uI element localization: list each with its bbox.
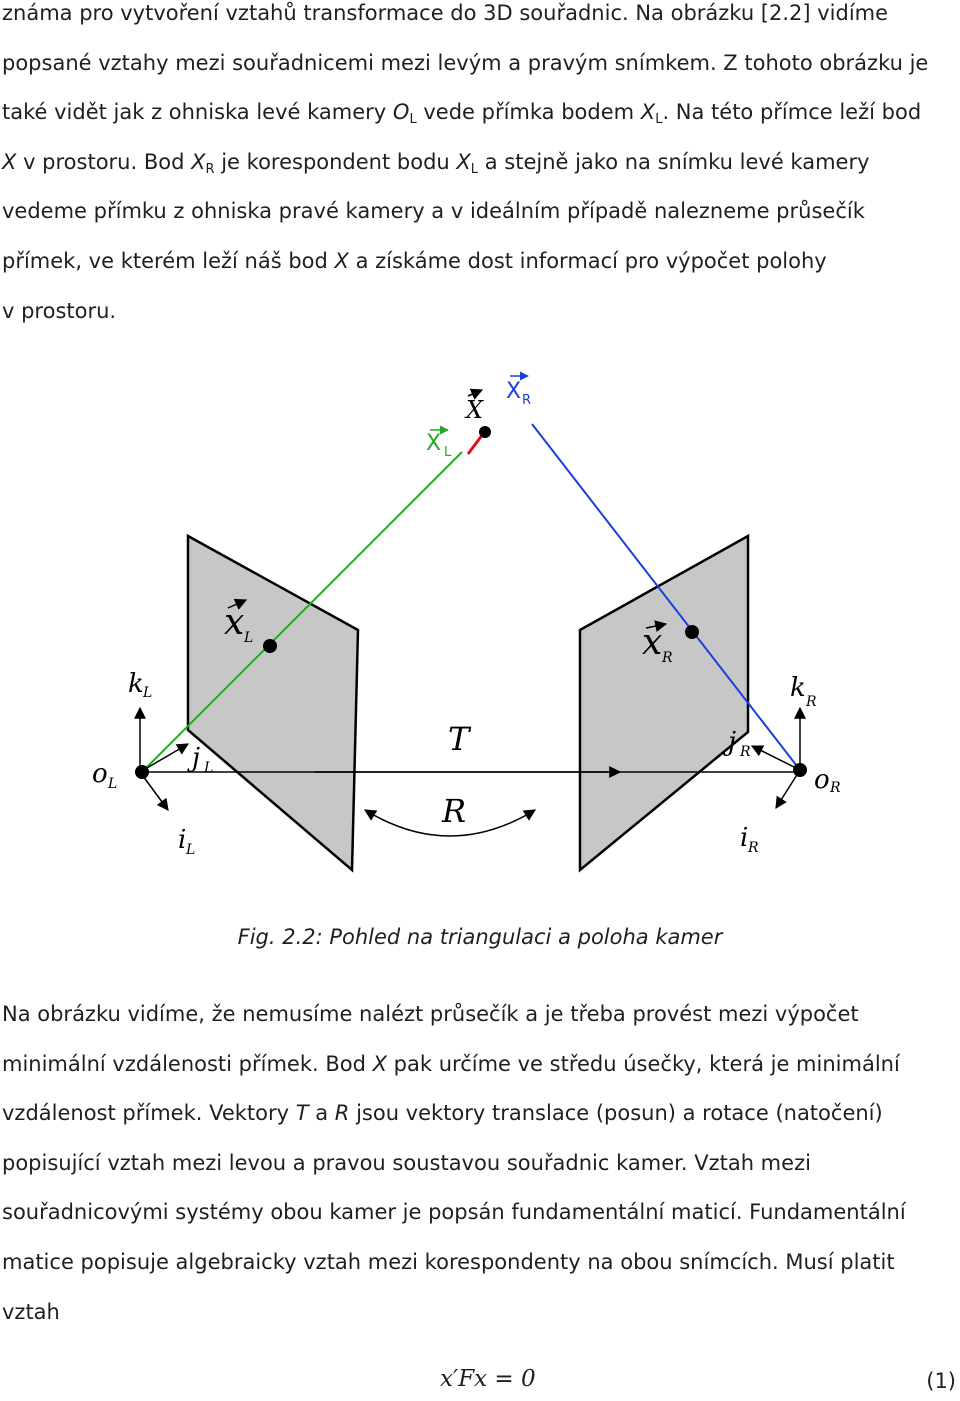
text-line: souřadnicovými systémy obou kamer je pop…: [2, 1200, 906, 1225]
symbol-x: X: [372, 1051, 387, 1076]
symbol-x: X: [334, 248, 349, 273]
label-xr-ray: X: [506, 379, 521, 404]
arrow-over-xr-image: [645, 620, 668, 633]
axis-j-left: [139, 743, 190, 773]
subscript-l: L: [655, 112, 663, 128]
text-line: minimální vzdálenosti přímek. Bod: [2, 1051, 373, 1076]
label-rotation: R: [441, 792, 466, 830]
label-j-right-sub: R: [739, 744, 751, 760]
text-line: jsou vektory translace (posun) a rotace …: [349, 1101, 883, 1126]
subscript-r: R: [205, 161, 215, 177]
label-k-left: k: [128, 669, 144, 699]
label-k-right: k: [790, 673, 806, 703]
text-line: matice popisuje algebraicky vztah mezi k…: [2, 1249, 895, 1274]
right-ray: [531, 423, 801, 771]
label-j-left-sub: L: [203, 760, 213, 776]
subscript-l: L: [470, 161, 479, 177]
text-line: přímek, ve kterém leží náš bod: [2, 248, 335, 273]
label-i-left-sub: L: [185, 842, 195, 858]
point-x: [479, 426, 491, 438]
label-xl-ray: X: [426, 431, 441, 456]
symbol-x: X: [2, 149, 17, 174]
text-line: je korespondent bodu: [214, 149, 457, 174]
axis-j-right: [750, 745, 801, 771]
text-line: a: [308, 1101, 335, 1126]
label-xr-image: x: [642, 622, 662, 663]
symbol-x: X: [191, 149, 206, 174]
left-image-plane: [186, 533, 360, 873]
label-o-left: o: [92, 759, 108, 789]
label-o-left-sub: L: [107, 776, 117, 792]
text-line: a získáme dost informací pro výpočet pol…: [348, 248, 827, 273]
symbol-t: T: [295, 1101, 309, 1126]
equation-number: (1): [926, 1369, 956, 1393]
label-translation: T: [448, 720, 472, 758]
arrow-over-xl-image: [227, 598, 248, 610]
label-k-right-sub: R: [805, 694, 817, 710]
text-line: . Na této přímce leží bod: [662, 100, 922, 125]
label-xl-ray-sub: L: [444, 445, 452, 460]
symbol-x: X: [456, 149, 471, 174]
text-line: také vidět jak z ohniska levé kamery: [2, 100, 393, 125]
paragraph-explanation: Na obrázku vidíme, že nemusíme nalézt pr…: [2, 990, 958, 1337]
text-line: popisující vztah mezi levou a pravou sou…: [2, 1150, 811, 1175]
label-i-left: i: [178, 825, 186, 855]
equation: x′Fx = 0: [440, 1366, 536, 1392]
triangulation-figure: X X L X R x L x R k L j L i L o L k R j …: [92, 371, 841, 873]
axis-i-right: [775, 769, 801, 810]
label-xr-image-sub: R: [661, 650, 673, 666]
text-line: známa pro vytvoření vztahů transformace …: [2, 1, 889, 25]
text-line: a stejně jako na snímku levé kamery: [478, 149, 870, 174]
text-line: vede přímka bodem: [416, 100, 641, 125]
label-o-right-sub: R: [829, 780, 841, 796]
label-o-right: o: [814, 765, 830, 795]
arrow-over-x: [467, 388, 484, 400]
point-xl: [263, 639, 277, 653]
text-line: vedeme přímku z ohniska pravé kamery a v…: [2, 199, 865, 224]
point-origin-left: [135, 765, 149, 779]
label-xl-image-sub: L: [243, 630, 253, 646]
label-xl-image: x: [224, 602, 244, 643]
symbol-o: O: [392, 100, 410, 125]
text-line: v prostoru.: [2, 298, 117, 323]
text-line: popsané vztahy mezi souřadnicemi mezi le…: [2, 50, 929, 75]
label-i-right: i: [740, 823, 748, 853]
point-xr: [685, 625, 699, 639]
text-line: vzdálenost přímek. Vektory: [2, 1101, 296, 1126]
text-line: pak určíme ve středu úsečky, která je mi…: [387, 1051, 900, 1076]
right-image-plane: [578, 533, 750, 873]
label-i-right-sub: R: [747, 840, 759, 856]
subscript-l: L: [409, 112, 417, 128]
label-xr-ray-sub: R: [522, 393, 531, 408]
symbol-x: X: [640, 100, 656, 125]
point-origin-right: [793, 763, 807, 777]
rotation-arc: [363, 809, 537, 837]
label-x: X: [464, 396, 484, 424]
label-k-left-sub: L: [142, 685, 152, 701]
left-ray: [141, 451, 463, 773]
label-j-left: j: [187, 743, 200, 773]
text-line: vztah: [2, 1299, 60, 1324]
text-line: Na obrázku vidíme, že nemusíme nalézt pr…: [2, 1002, 859, 1026]
paragraph-intro: známa pro vytvoření vztahů transformace …: [2, 0, 958, 336]
text-line: v prostoru. Bod: [16, 149, 192, 174]
symbol-r: R: [334, 1101, 350, 1126]
figure-caption: Fig. 2.2: Pohled na triangulaci a poloha…: [237, 925, 723, 949]
